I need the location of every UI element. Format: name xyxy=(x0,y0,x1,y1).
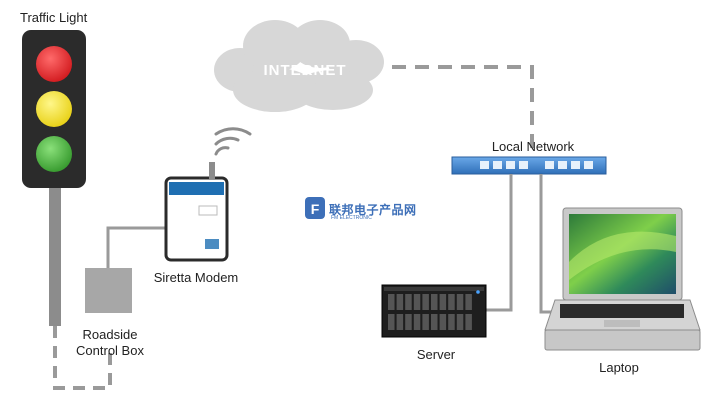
roadside-label-line2: Control Box xyxy=(76,343,144,358)
roadside-control-box-label: Roadside Control Box xyxy=(76,327,144,359)
roadside-control-box xyxy=(85,268,132,313)
internet-cloud xyxy=(214,20,384,112)
server-label: Server xyxy=(416,347,456,362)
server-drive-bay xyxy=(448,294,455,310)
network-switch xyxy=(451,156,607,175)
watermark-logo-icon: F xyxy=(305,197,325,219)
underground-cable xyxy=(53,326,112,390)
server-drive-bay xyxy=(465,314,472,330)
watermark-text: 联邦电子产品网 xyxy=(329,203,417,217)
server-drive-bay xyxy=(431,294,438,310)
server-drive-bay xyxy=(405,314,412,330)
wireless-signal-icon xyxy=(214,127,252,156)
yellow-light xyxy=(36,91,72,127)
local-network-label: Local Network xyxy=(491,139,575,154)
traffic-light-label: Traffic Light xyxy=(20,10,88,25)
roadside-label-line1: Roadside xyxy=(82,327,138,342)
red-light xyxy=(36,46,72,82)
server-drive-bay xyxy=(422,314,429,330)
laptop xyxy=(544,207,701,351)
server-drive-bay xyxy=(448,314,455,330)
laptop-label: Laptop xyxy=(599,360,639,375)
traffic-light xyxy=(22,30,86,188)
modem-label: Siretta Modem xyxy=(153,270,239,285)
server-drive-bay xyxy=(431,314,438,330)
box-to-modem-cable xyxy=(106,226,168,268)
server-drive-bay xyxy=(456,314,464,330)
server-drive-bay xyxy=(413,314,421,330)
server-drive-bay xyxy=(413,294,421,310)
server-drive-bay xyxy=(465,294,472,310)
server-drive-bay xyxy=(405,294,412,310)
server xyxy=(381,284,487,338)
green-light xyxy=(36,136,72,172)
siretta-modem xyxy=(164,162,229,262)
server-drive-bay xyxy=(388,314,395,330)
server-drive-bay xyxy=(439,294,447,310)
server-drive-bay xyxy=(456,294,464,310)
server-drive-bay xyxy=(422,294,429,310)
traffic-light-pole xyxy=(49,186,61,326)
server-drive-bay xyxy=(388,294,395,310)
server-drive-bay xyxy=(439,314,447,330)
server-drive-bay xyxy=(396,294,404,310)
switch-to-server-cable xyxy=(478,174,513,312)
internet-label: INTERNET xyxy=(264,62,347,79)
svg-text:F: F xyxy=(311,201,320,217)
watermark-subtext: FM ELECTRONIC xyxy=(331,215,372,221)
internet-link xyxy=(392,65,534,155)
server-drive-bay xyxy=(396,314,404,330)
